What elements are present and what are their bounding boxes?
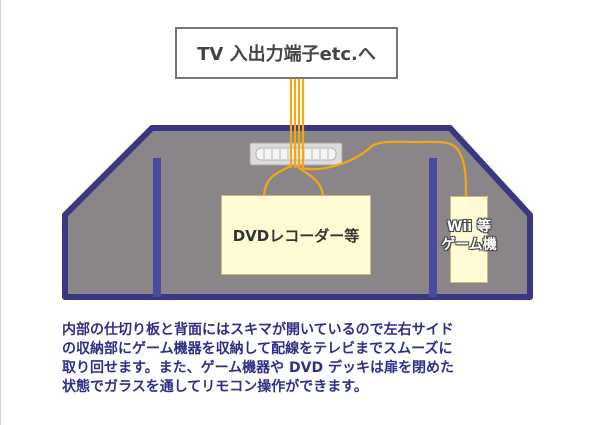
cable-bundle bbox=[262, 79, 468, 197]
tv-terminal-box: TV 入出力端子etc.へ bbox=[175, 27, 398, 79]
left-partition bbox=[153, 158, 161, 297]
dvd-recorder-box: DVDレコーダー等 bbox=[221, 195, 371, 275]
caption-line: の収納部にゲーム機器を収納して配線をテレビまでスムーズに bbox=[62, 341, 453, 357]
caption-line: 取り回せます。また、ゲーム機器や DVD デッキは扉を閉めた bbox=[62, 360, 455, 376]
page-left-border bbox=[0, 0, 1, 425]
tv-terminal-label: TV 入出力端子etc.へ bbox=[197, 44, 376, 65]
game-console-label: Wii 等 ゲーム機 bbox=[428, 218, 510, 254]
dvd-recorder-label: DVDレコーダー等 bbox=[232, 226, 360, 245]
description-caption: 内部の仕切り板と背面にはスキマが開いているので左右サイド の収納部にゲーム機器を… bbox=[62, 321, 542, 397]
game-console-box bbox=[450, 196, 488, 283]
right-partition bbox=[429, 158, 437, 297]
game-console-label-line1: Wii 等 bbox=[447, 219, 491, 235]
caption-line: 状態でガラスを通してリモコン操作ができます。 bbox=[62, 379, 368, 395]
caption-line: 内部の仕切り板と背面にはスキマが開いているので左右サイド bbox=[62, 322, 454, 338]
game-console-label-line2: ゲーム機 bbox=[441, 237, 497, 253]
